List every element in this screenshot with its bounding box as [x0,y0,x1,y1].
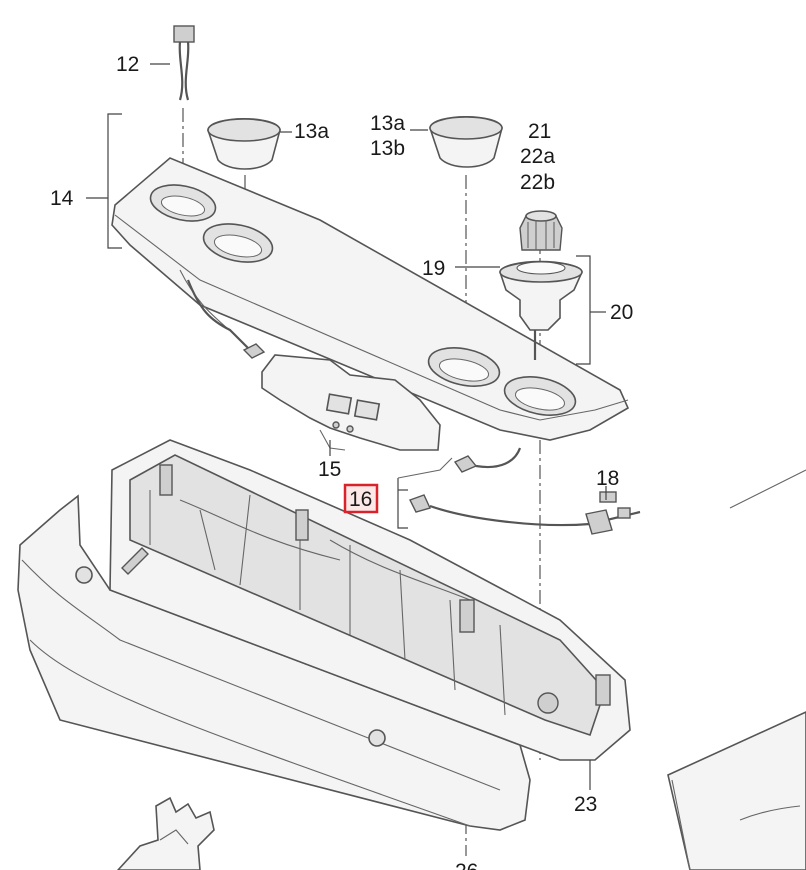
label-22b: 22b [520,171,555,194]
label-23: 23 [574,793,597,816]
label-12: 12 [116,53,139,76]
cap-right [429,115,503,168]
wiring-harness [397,457,641,535]
label-13a-left: 13a [294,120,329,143]
highlight-16[interactable]: 16 [343,483,379,514]
adjacent-housing-right [667,469,806,870]
sensor-connector [173,25,195,101]
highlight-box [343,483,379,514]
label-18: 18 [596,467,619,490]
leader-lines [86,63,607,790]
label-20: 20 [610,301,633,324]
label-14: 14 [50,187,74,210]
cap-left [207,117,281,170]
label-21: 21 [528,120,551,143]
label-19: 19 [422,257,445,280]
base-tray [17,439,631,831]
label-15: 15 [318,458,341,481]
label-13a-right: 13a [370,112,405,135]
label-16: 16 [349,488,372,511]
label-22a: 22a [520,145,555,168]
label-26: 26 [455,860,478,870]
label-13b: 13b [370,137,405,160]
bracket-part-bottom-left [116,796,215,870]
cover-panel [111,157,630,441]
control-board [186,279,522,473]
control-knob-assembly [499,210,583,360]
